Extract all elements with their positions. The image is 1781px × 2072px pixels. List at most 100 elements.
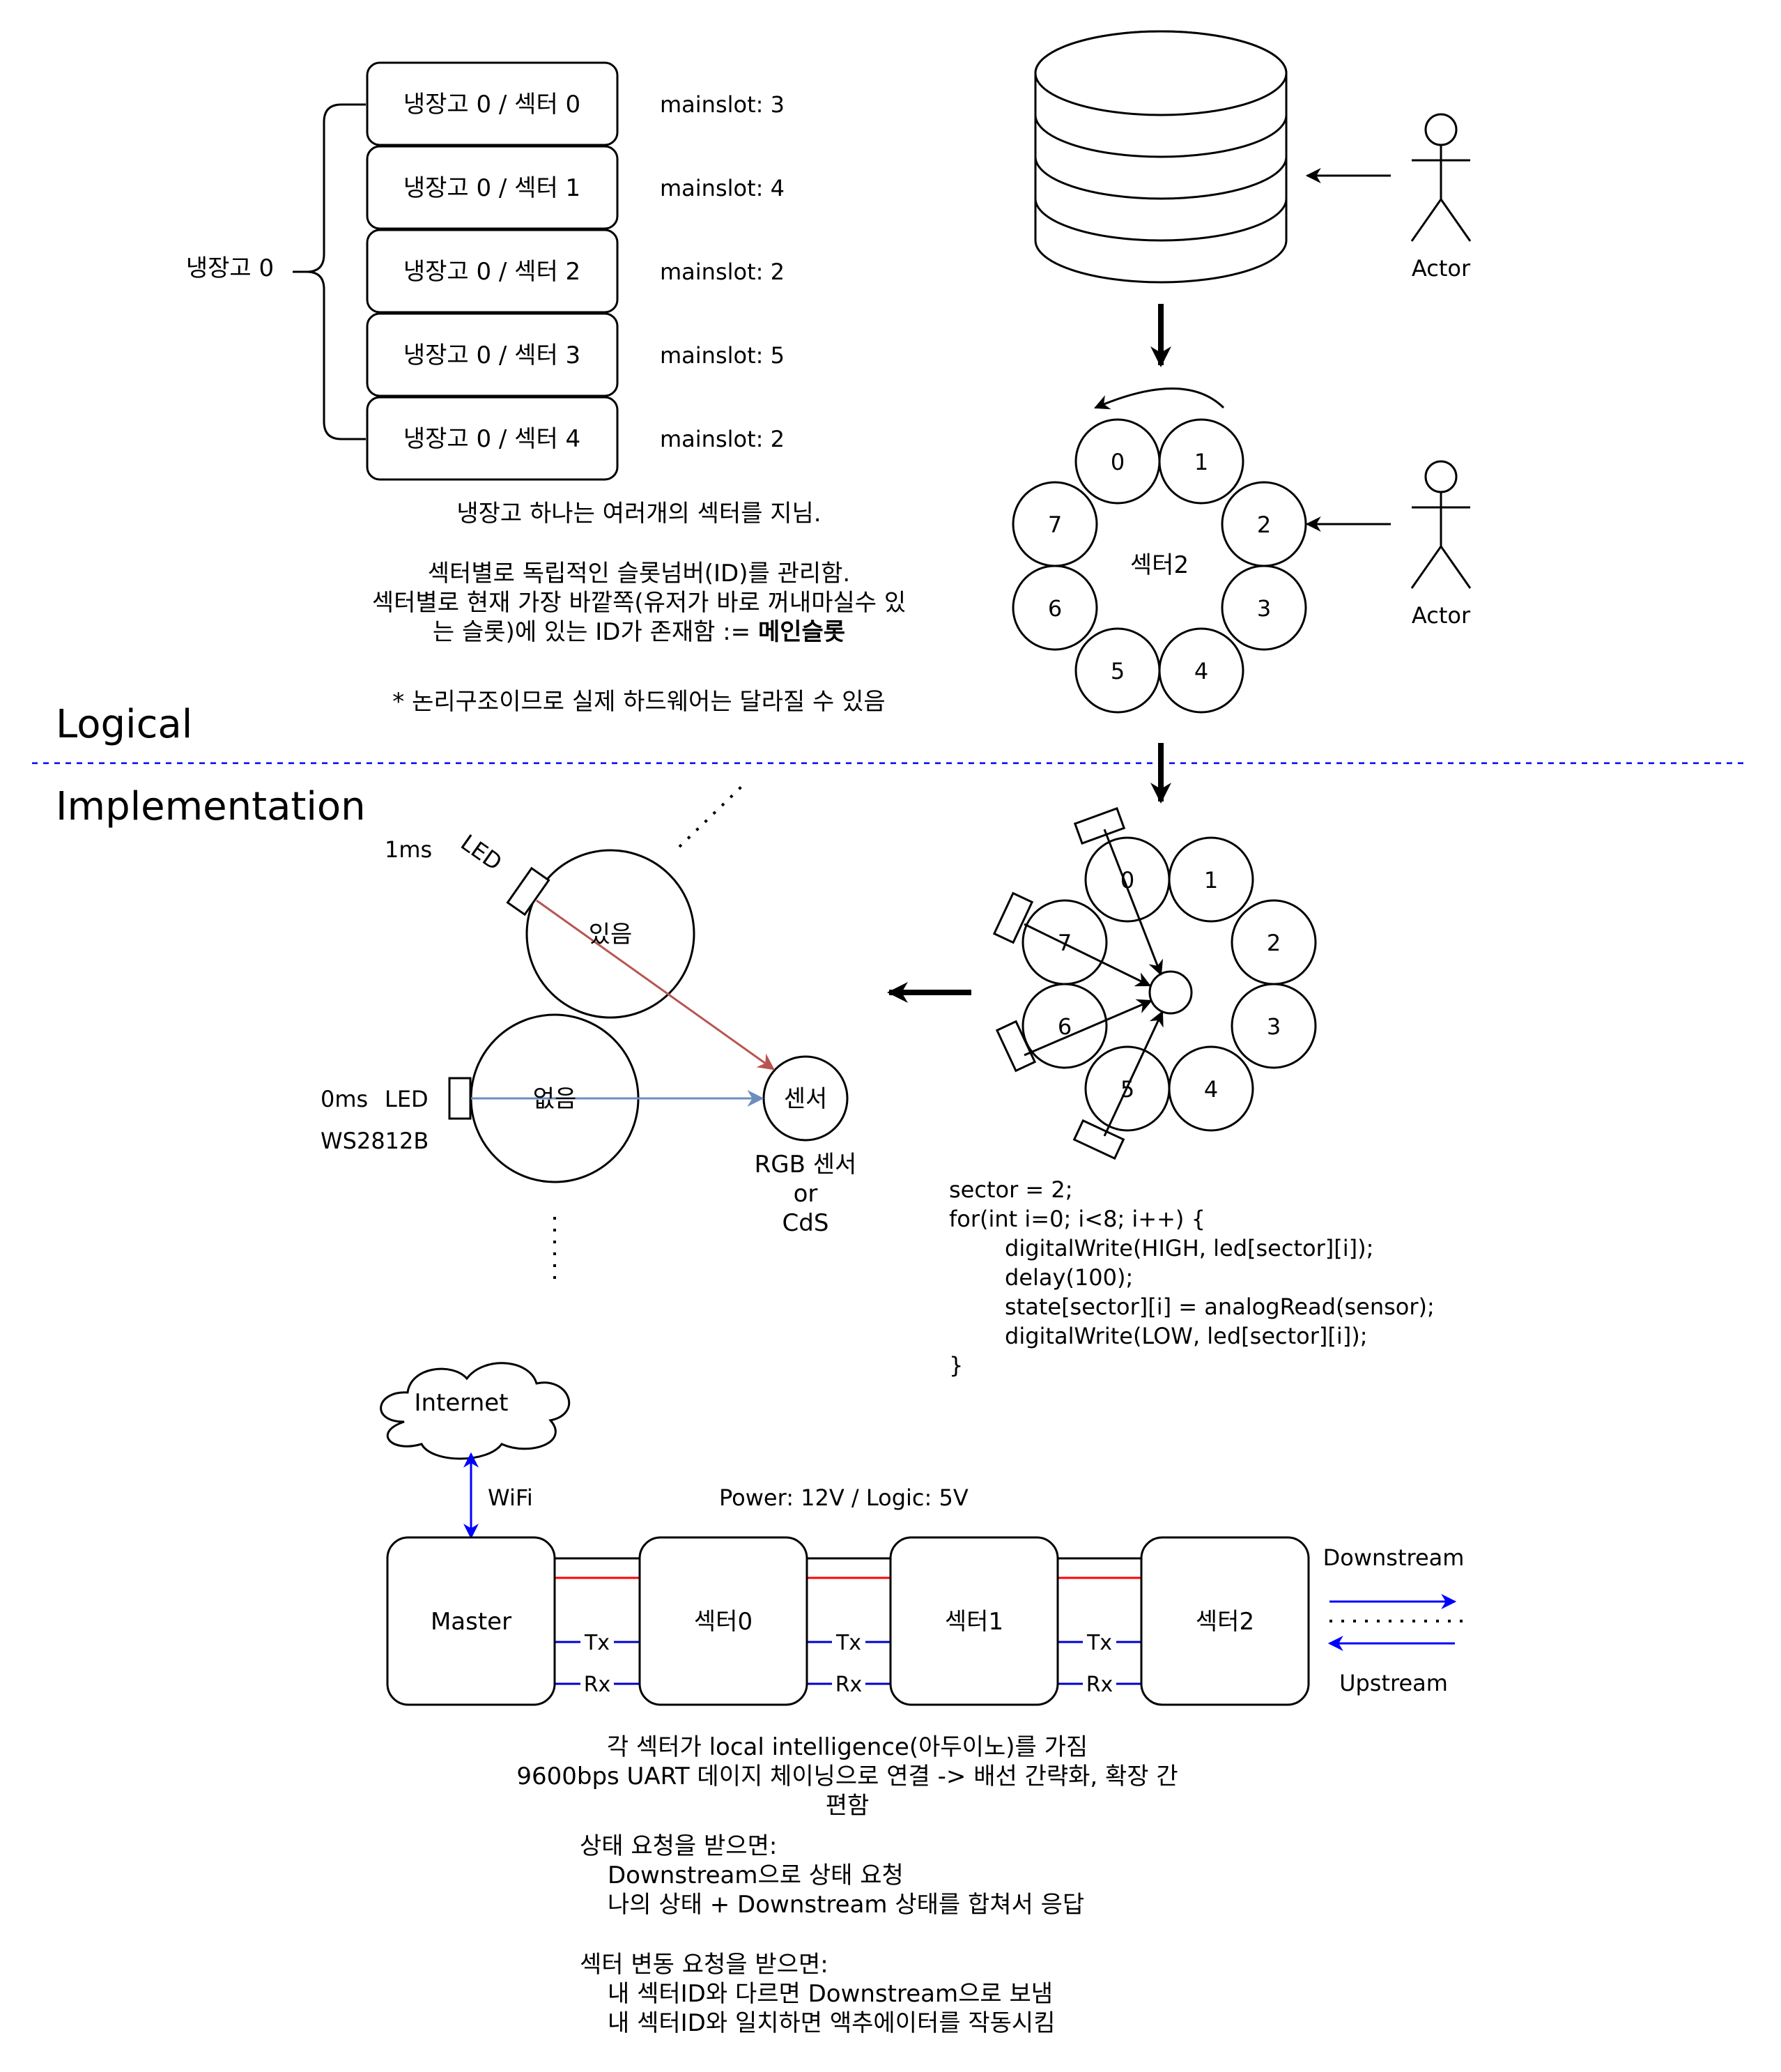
tx-label: Tx xyxy=(584,1631,610,1655)
note-line: 편함 xyxy=(826,1792,870,1820)
sector-node-label: 섹터2 xyxy=(1196,1608,1254,1636)
slot-number: 1 xyxy=(1204,867,1218,893)
network-diagram: Internet WiFi Power: 12V / Logic: 5V Tx … xyxy=(380,1362,1470,1706)
led-emitter xyxy=(1072,1119,1125,1160)
sensor-type: CdS xyxy=(782,1209,829,1237)
rx-label: Rx xyxy=(835,1673,863,1697)
rx-label: Rx xyxy=(1086,1673,1113,1697)
continuation-dots xyxy=(678,783,746,848)
note-line: Downstream으로 상태 요청 xyxy=(608,1862,904,1889)
cloud-label: Internet xyxy=(414,1389,508,1417)
led-emitter xyxy=(1073,807,1126,845)
code-block: sector = 2; for(int i=0; i<8; i++) { dig… xyxy=(949,1176,1435,1379)
sector-box xyxy=(366,145,619,230)
slot-number: 4 xyxy=(1194,658,1208,684)
led-emitter xyxy=(992,891,1034,944)
slot-state-label: 없음 xyxy=(533,1085,577,1113)
sector-wheel-implementation: 0 1 2 3 4 5 6 7 xyxy=(992,807,1317,1160)
slot-number: 0 xyxy=(1120,867,1134,893)
master-label: Master xyxy=(431,1608,511,1636)
sector-box xyxy=(366,61,619,146)
bottom-notes: 각 섹터가 local intelligence(아두이노)를 가짐 9600b… xyxy=(516,1733,1178,2037)
wheel-center-label: 섹터2 xyxy=(1130,551,1189,579)
sector-box-label: 냉장고 0 / 섹터 2 xyxy=(403,258,580,286)
upstream-label: Upstream xyxy=(1339,1670,1448,1696)
sector-node xyxy=(638,1536,808,1706)
logical-note: 냉장고 하나는 여러개의 섹터를 지님. 섹터별로 독립적인 슬롯넘버(ID)를… xyxy=(372,500,906,716)
slot-number: 0 xyxy=(1111,449,1125,475)
led-emitter xyxy=(448,1077,472,1120)
internet-cloud xyxy=(380,1362,571,1460)
note-line: 상태 요청을 받으면: xyxy=(580,1832,777,1860)
note-line: 는 슬롯)에 있는 ID가 존재함 := 메인슬롯 xyxy=(433,618,845,646)
actor-label: Actor xyxy=(1412,602,1471,629)
led-emitter xyxy=(995,1020,1037,1073)
led-ray xyxy=(1024,999,1153,1057)
note-line: 9600bps UART 데이지 체이닝으로 연결 -> 배선 간략화, 확장 … xyxy=(516,1763,1178,1790)
slot-present xyxy=(525,849,695,1019)
section-label-logical: Logical xyxy=(56,702,192,747)
led-ray xyxy=(1024,923,1151,987)
led-ray-reflect xyxy=(536,899,775,1070)
fridge-sector-list: 냉장고 0 냉장고 0 / 섹터 0 mainslot: 3 냉장고 0 / 섹… xyxy=(186,61,785,481)
timing-label: 0ms xyxy=(321,1086,368,1112)
slot-number: 7 xyxy=(1048,512,1062,538)
note-line: 내 섹터ID와 다르면 Downstream으로 보냄 xyxy=(608,1980,1053,2008)
sector-node xyxy=(889,1536,1059,1706)
power-label: Power: 12V / Logic: 5V xyxy=(719,1484,969,1511)
led-label: LED xyxy=(385,1086,429,1112)
slot-state-label: 있음 xyxy=(589,921,633,949)
sector-node xyxy=(1140,1536,1310,1706)
wifi-label: WiFi xyxy=(488,1484,533,1511)
sector-node-label: 섹터1 xyxy=(945,1608,1003,1636)
timing-label: 1ms xyxy=(385,836,432,863)
slot-number: 4 xyxy=(1204,1076,1218,1103)
tx-label: Tx xyxy=(1086,1631,1112,1655)
note-line: * 논리구조이므로 실제 하드웨어는 달라질 수 있음 xyxy=(392,688,885,716)
led-ray xyxy=(1103,829,1164,976)
code-line: } xyxy=(949,1352,963,1379)
sector-box-label: 냉장고 0 / 섹터 1 xyxy=(403,174,580,202)
actor-figure xyxy=(1410,113,1472,242)
sensor-type: RGB 센서 xyxy=(755,1151,857,1179)
slot-number: 3 xyxy=(1257,595,1271,622)
code-line: digitalWrite(LOW, led[sector][i]); xyxy=(1005,1323,1368,1349)
led-label: LED xyxy=(456,829,507,876)
led-model-label: WS2812B xyxy=(321,1128,429,1154)
note-line: 섹터 변동 요청을 받으면: xyxy=(580,1951,828,1979)
mainslot-label: mainslot: 5 xyxy=(660,342,785,369)
actor-label: Actor xyxy=(1412,255,1471,282)
sector-box-label: 냉장고 0 / 섹터 4 xyxy=(403,425,580,453)
slot-number: 3 xyxy=(1267,1013,1281,1040)
slot-number: 6 xyxy=(1058,1013,1072,1040)
note-line: 섹터별로 독립적인 슬롯넘버(ID)를 관리함. xyxy=(428,560,850,588)
note-line: 내 섹터ID와 일치하면 액추에이터를 작동시킴 xyxy=(608,2009,1055,2037)
fridge-group-label: 냉장고 0 xyxy=(186,254,274,282)
note-line: 섹터별로 현재 가장 바깥쪽(유저가 바로 꺼내마실수 있 xyxy=(372,589,906,617)
note-line: 냉장고 하나는 여러개의 섹터를 지님. xyxy=(456,500,821,528)
slot-number: 5 xyxy=(1111,658,1125,684)
slot-stack-database xyxy=(1034,30,1288,284)
slot-number: 1 xyxy=(1194,449,1208,475)
sector-box xyxy=(366,396,619,481)
group-brace xyxy=(293,103,366,440)
sector-node-label: 섹터0 xyxy=(694,1608,753,1636)
downstream-label: Downstream xyxy=(1323,1544,1465,1571)
slot-number: 2 xyxy=(1257,512,1271,538)
sensor-type: or xyxy=(794,1180,818,1208)
sector-box-label: 냉장고 0 / 섹터 3 xyxy=(403,342,580,369)
tx-label: Tx xyxy=(835,1631,861,1655)
note-line: 나의 상태 + Downstream 상태를 합쳐서 응답 xyxy=(608,1891,1084,1919)
actor-figure xyxy=(1410,460,1472,589)
rotation-arrow xyxy=(1093,387,1225,410)
note-line: 각 섹터가 local intelligence(아두이노)를 가짐 xyxy=(607,1733,1088,1761)
mainslot-label: mainslot: 2 xyxy=(660,259,785,285)
mainslot-label: mainslot: 2 xyxy=(660,426,785,452)
sector-box xyxy=(366,312,619,397)
slot-number: 2 xyxy=(1267,930,1281,956)
led-ray xyxy=(1103,1011,1164,1137)
slot-number: 6 xyxy=(1048,595,1062,622)
code-line: digitalWrite(HIGH, led[sector][i]); xyxy=(1005,1235,1373,1261)
code-line: for(int i=0; i<8; i++) { xyxy=(949,1206,1205,1232)
